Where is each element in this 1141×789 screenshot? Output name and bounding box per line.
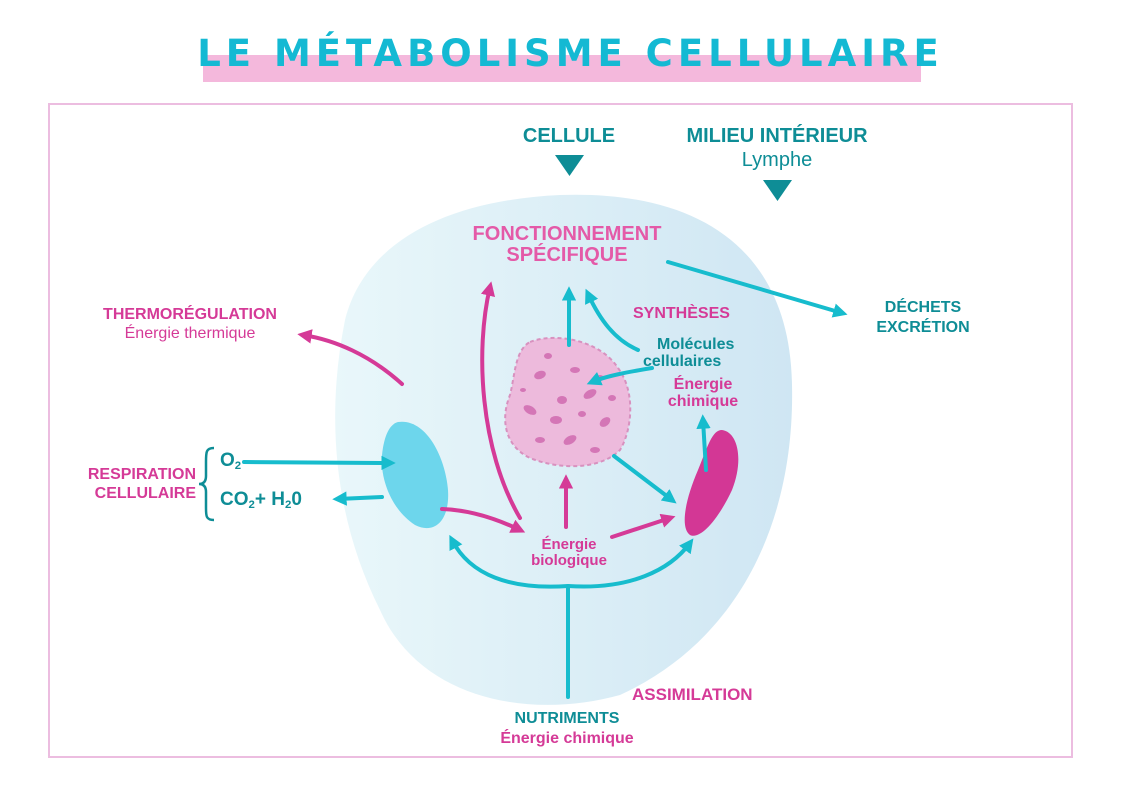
dechets-label: DÉCHETS EXCRÉTION [876,299,970,337]
h2o-o: 0 [291,489,302,510]
energie-biologique-label: Énergie biologique [531,537,607,569]
arrow-organelle-to-energie-chimique [696,414,711,472]
assimilation-label: ASSIMILATION [632,685,753,704]
respiration-line1: RESPIRATION [87,466,196,483]
page-title: LE MÉTABOLISME CELLULAIRE [197,32,944,75]
co2-subscript: 2 [248,499,255,511]
nucleus-spots [520,353,616,453]
arrow-thermoregulation [297,329,404,386]
nutriments-label: NUTRIMENTS Énergie chimique [500,710,634,748]
respiration-brace [198,446,215,522]
respiration-label: RESPIRATION CELLULAIRE [87,466,196,503]
molecules-line: Molécules [657,336,735,353]
energie-thermique-line: Énergie thermique [124,324,256,342]
synthesis-organelle [684,430,739,536]
energie-chimique-line2: chimique [667,392,739,410]
cellule-triangle-icon [555,155,584,176]
thermoregulation-line: THERMORÉGULATION [103,306,277,323]
o2-subscript: 2 [234,460,242,472]
o2-letter: O [220,450,235,471]
arrow-co2-out [332,491,384,506]
energie-chimique-label: Énergie chimique [667,376,739,411]
arrow-nutriments-left [449,534,570,589]
arrow-molecules-to-fonctionnement [585,288,640,352]
milieu-interieur-label: MILIEU INTÉRIEUR [686,125,868,147]
dechets-line: DÉCHETS [884,299,962,316]
arrow-energie-to-fonctionnement [480,281,522,520]
arrow-mito-to-energie [440,507,526,533]
fonctionnement-line2: SPÉCIFIQUE [506,244,628,266]
arrow-nutriments-right [566,538,694,589]
thermoregulation-label: THERMORÉGULATION Énergie thermique [103,306,277,343]
excretion-line: EXCRÉTION [876,318,970,336]
arrow-o2-in [242,455,396,471]
nutriments-line: NUTRIMENTS [514,710,620,727]
respiration-line2: CELLULAIRE [94,484,196,502]
lymphe-label: Lymphe [741,149,813,171]
h2o-subscript: 2 [284,499,292,511]
arrow-nucleus-to-organelle [612,454,677,504]
plus-sign: + [254,489,266,510]
fonctionnement-line1: FONCTIONNEMENT [472,223,662,245]
h2o-h: H [271,489,285,510]
co2-h2o-formula: CO2+ H20 [220,490,302,512]
energie-chimique-line1: Énergie [673,376,733,393]
cellulaires-line: cellulaires [643,352,722,370]
co2-letter: CO [220,489,249,510]
o2-formula: O2 [220,451,241,473]
milieu-triangle-icon [763,180,792,201]
cellule-label: CELLULE [522,125,616,147]
nucleus [504,336,632,468]
energie-bio-line2: biologique [531,551,607,569]
mitochondria-organelle [381,421,449,529]
energie-bio-line1: Énergie [541,536,597,553]
diagram-frame [48,103,1073,758]
arrow-dechets [666,260,848,318]
arrow-energie-to-organelle [610,513,676,539]
syntheses-label: SYNTHÈSES [633,305,730,322]
energie-chimique-nutriments-line: Énergie chimique [500,729,634,747]
arrow-molecules-to-nucleus [586,366,654,386]
title-highlight [203,55,921,82]
fonctionnement-label: FONCTIONNEMENT SPÉCIFIQUE [473,224,662,266]
molecules-label: Molécules cellulaires [643,336,735,371]
